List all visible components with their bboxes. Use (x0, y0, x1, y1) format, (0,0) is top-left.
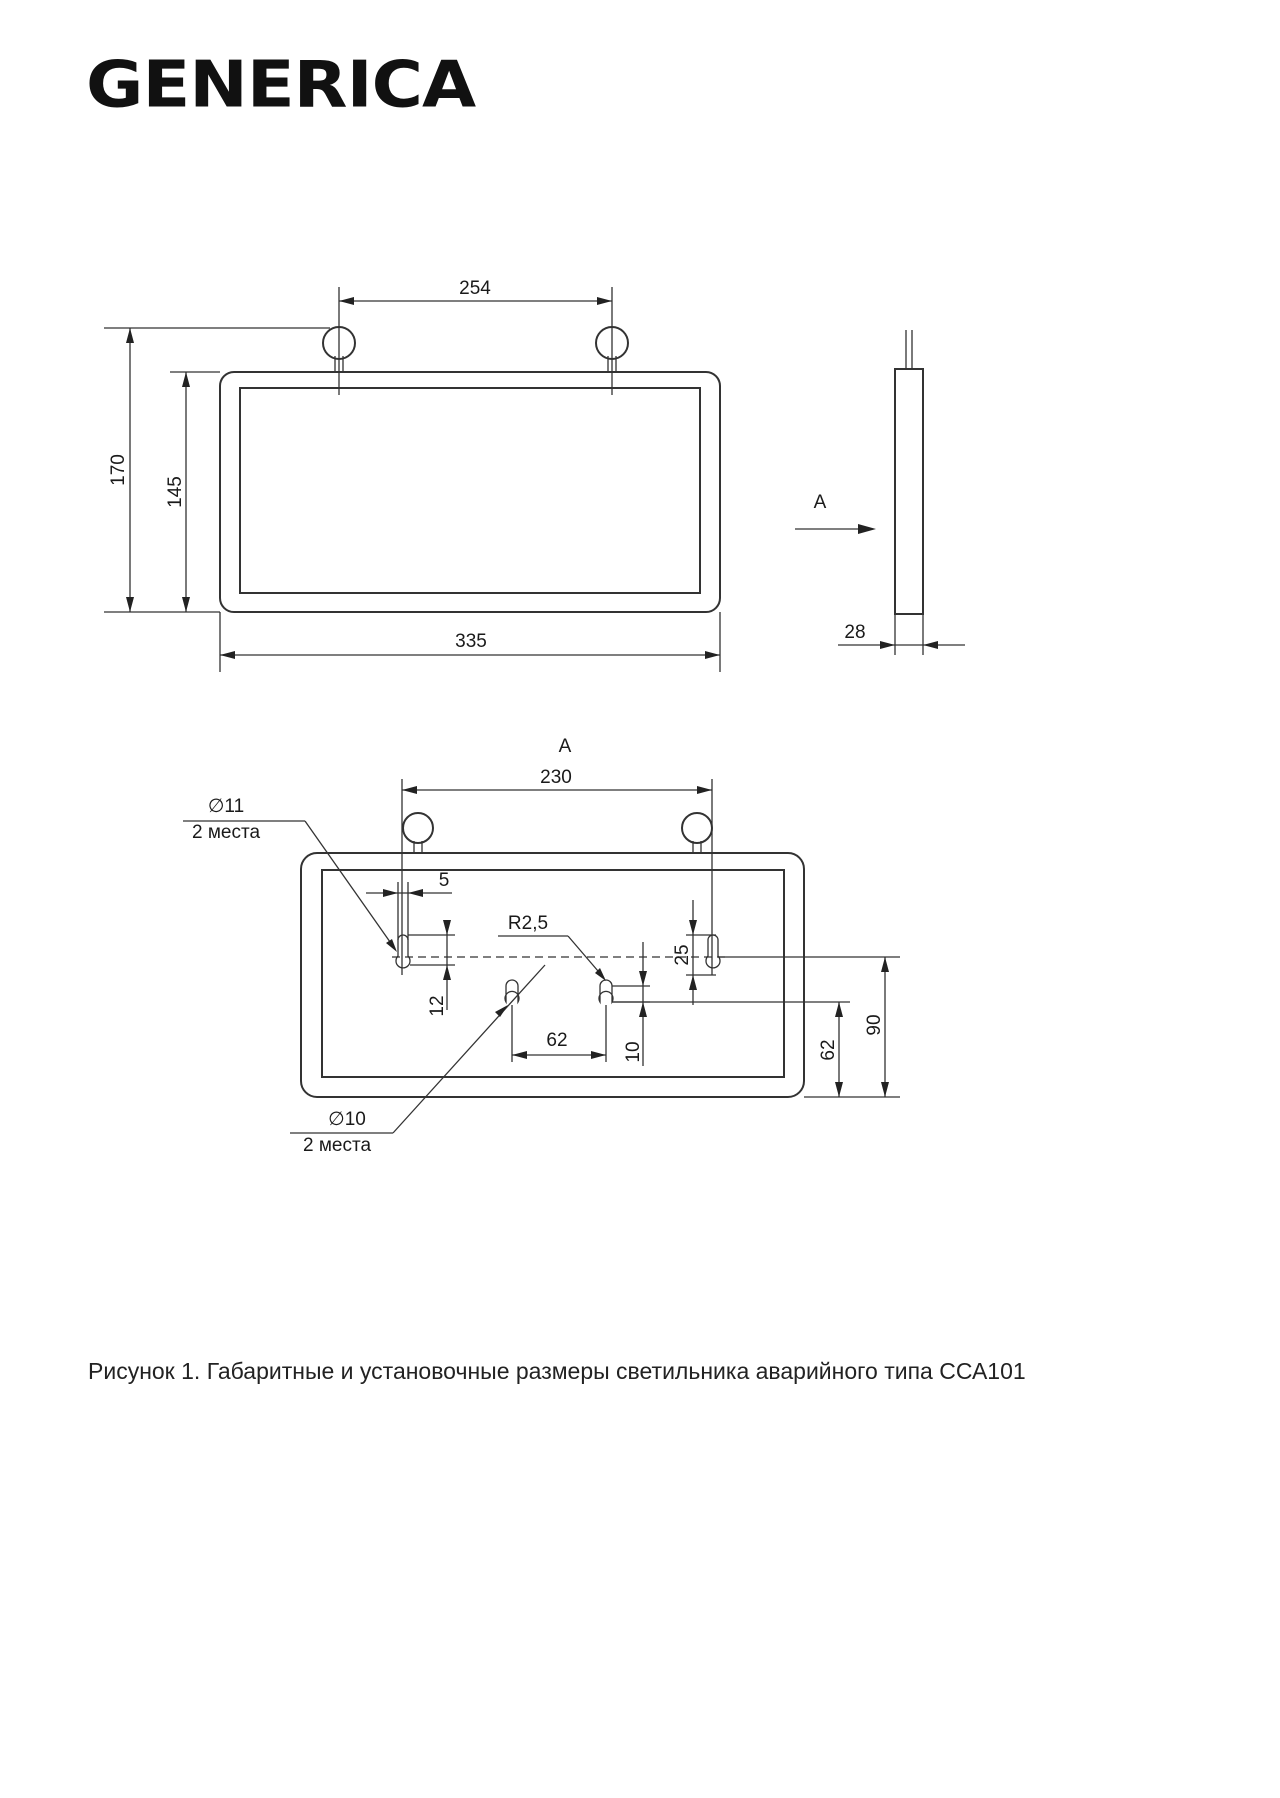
rear-hook-right (681, 812, 713, 844)
leader-hole-large (304, 820, 396, 950)
keyhole-small-left (504, 979, 520, 1005)
dim-body-height: 145 (165, 476, 186, 508)
front-view: 254 170 145 335 (104, 278, 721, 672)
side-view: A 28 (795, 330, 965, 655)
dim-slot-width: 5 (439, 870, 450, 891)
label-hole-large-count: 2 места (192, 822, 260, 843)
dim-hook-spacing: 254 (459, 278, 491, 299)
view-marker-a: A (814, 492, 827, 513)
rear-hook-left (402, 812, 434, 844)
label-hole-large-diameter: ∅11 (208, 796, 244, 817)
dim-slot-length: 12 (427, 995, 448, 1016)
dim-depth: 28 (844, 622, 865, 643)
dim-width: 335 (455, 631, 487, 652)
rear-view-title: A (559, 736, 572, 757)
label-radius: R2,5 (508, 913, 548, 934)
keyhole-slot-right (705, 934, 721, 969)
leader-hole-small (392, 964, 546, 1134)
label-hole-small-count: 2 места (303, 1135, 371, 1156)
luminaire-outer-frame (219, 371, 721, 613)
rear-panel (321, 869, 785, 1078)
rear-view: A 230 ∅11 2 места (183, 736, 900, 1156)
dim-small-hole-offset: 10 (623, 1041, 644, 1062)
luminaire-panel (239, 387, 701, 594)
luminaire-side-profile (894, 368, 924, 615)
keyhole-slot-left (395, 934, 411, 969)
dim-small-holes-spacing: 62 (546, 1030, 567, 1051)
keyhole-small-right (598, 979, 614, 1005)
figure-caption: Рисунок 1. Габаритные и установочные раз… (88, 1358, 1026, 1384)
dim-upper-height: 90 (864, 1014, 885, 1035)
dim-vertical-offset: 25 (672, 944, 693, 965)
label-hole-small-diameter: ∅10 (328, 1109, 366, 1130)
dim-lower-height: 62 (818, 1039, 839, 1060)
dim-rear-hook-spacing: 230 (540, 767, 572, 788)
rear-outer-frame (300, 852, 805, 1098)
dim-total-height: 170 (108, 454, 129, 486)
brand-logo: GENERICA (86, 46, 476, 122)
